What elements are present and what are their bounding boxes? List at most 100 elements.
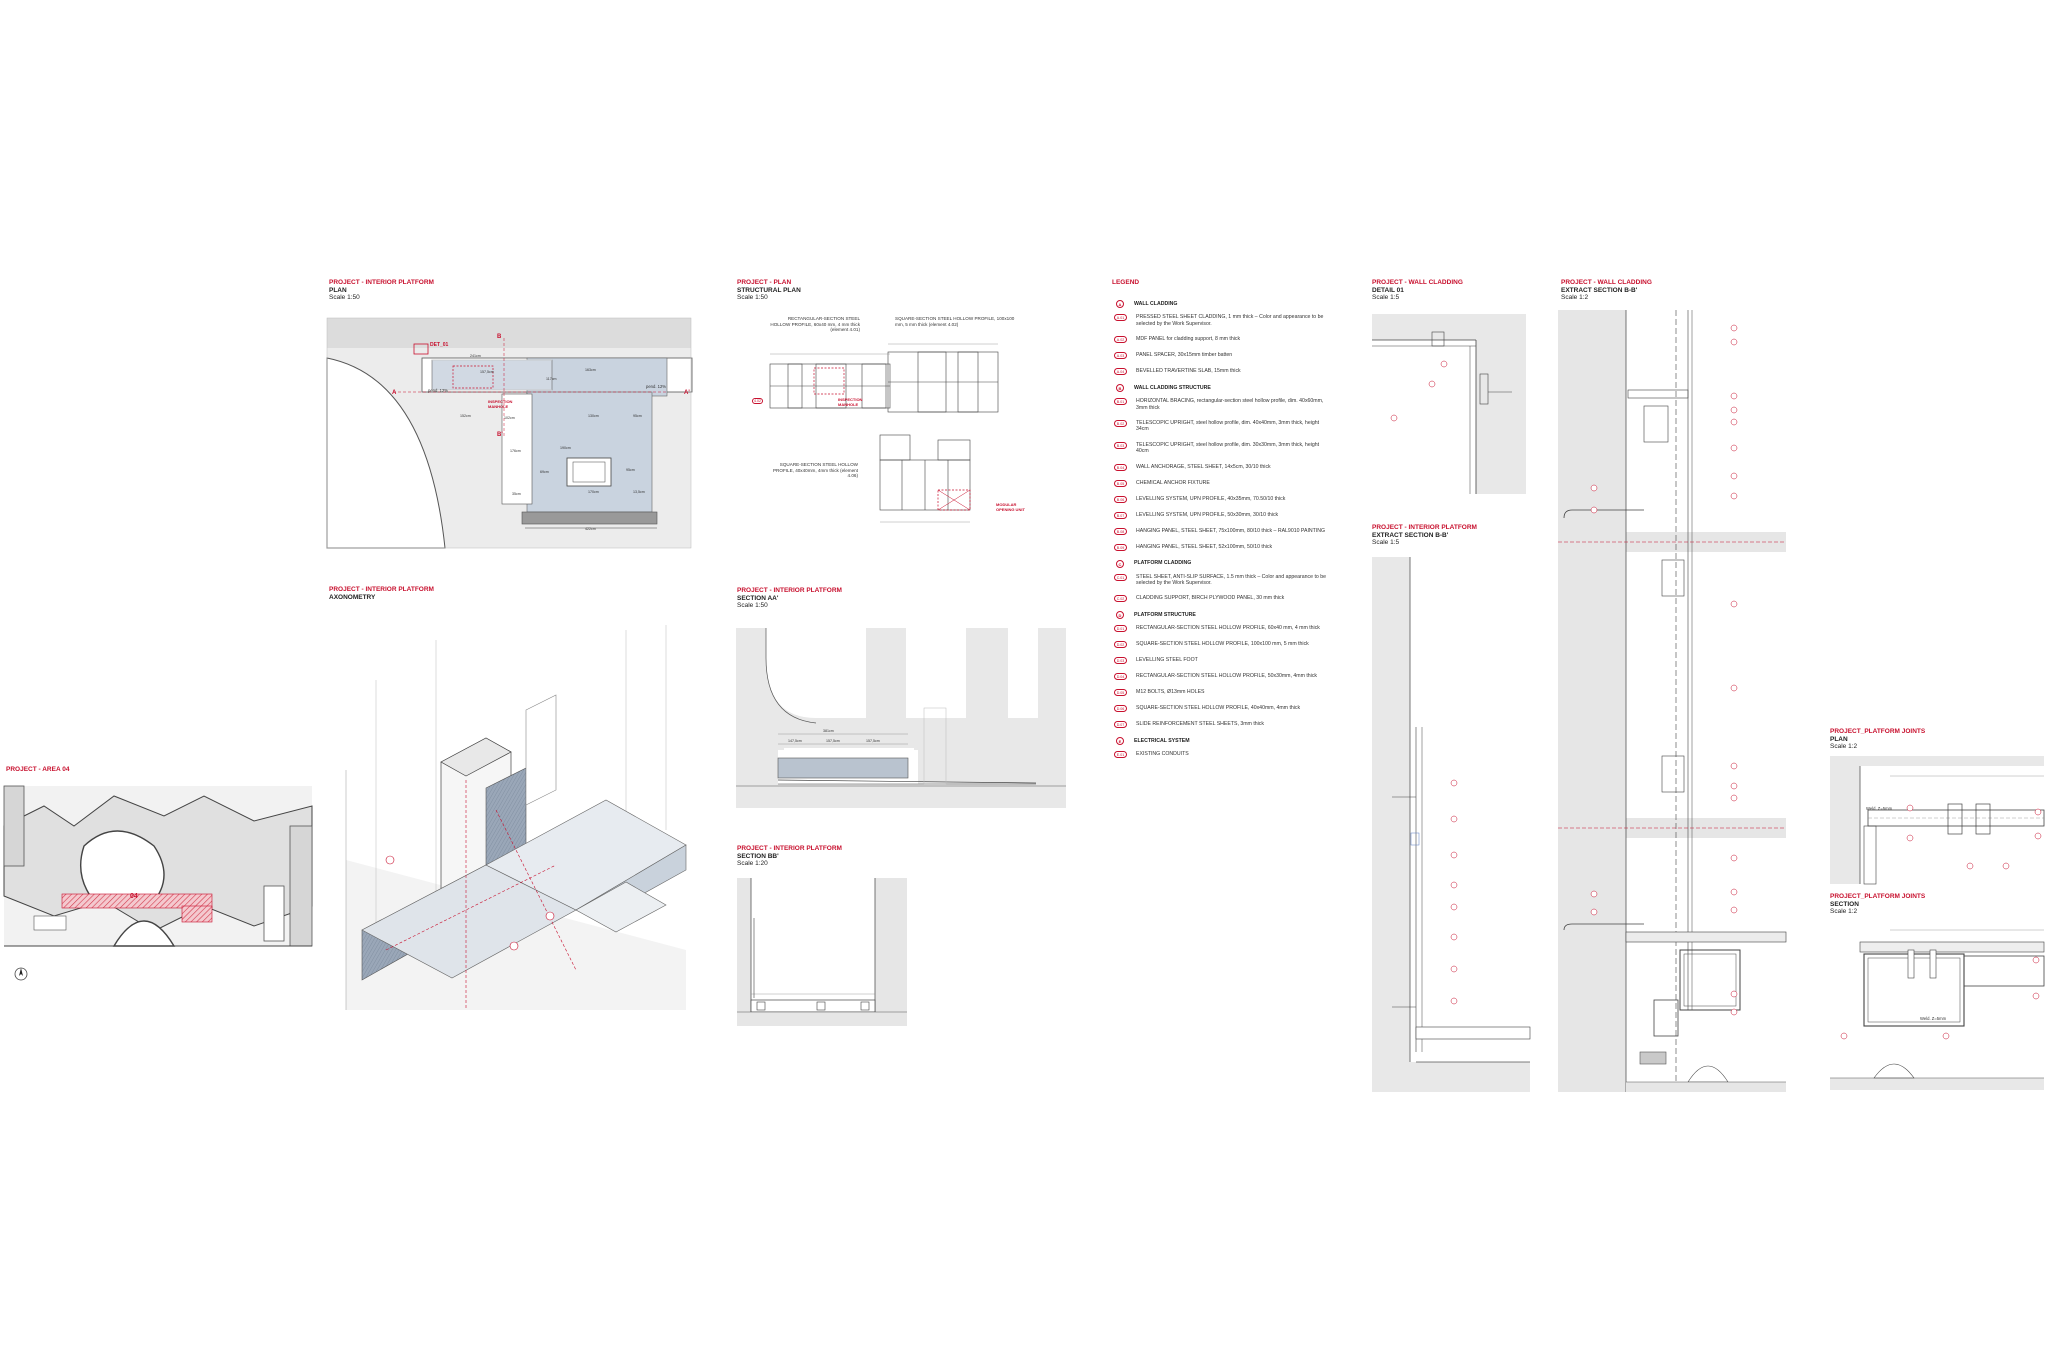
plan-mark-a2: A' xyxy=(684,390,690,396)
joints-section-weld: Weld. Z=5mm xyxy=(1920,1016,1947,1021)
legend-item-code: E.01 xyxy=(1114,751,1127,759)
legend-item-text: M12 BOLTS, Ø13mm HOLES xyxy=(1136,689,1205,696)
legend-item-code: B.01 xyxy=(1114,398,1127,406)
legend-section-title: WALL CLADDING STRUCTURE xyxy=(1134,385,1211,392)
plan-drawing xyxy=(326,317,693,549)
legend-item-code: A.04 xyxy=(1114,368,1127,376)
structural-inspection-label: INSPECTION MANHOLE xyxy=(838,397,863,407)
legend-item-code: D.05 xyxy=(1114,689,1127,697)
section-aa-dim-2: 157,5cm xyxy=(826,739,840,743)
joints-section-title: PROJECT_PLATFORM JOINTS SECTION Scale 1:… xyxy=(1830,893,1926,915)
plan-title: PROJECT - INTERIOR PLATFORM PLAN Scale 1… xyxy=(329,279,434,301)
legend-item-code: A.02 xyxy=(1114,336,1127,344)
plan-det-label: DET_01 xyxy=(430,342,449,348)
legend-section-heading: E ELECTRICAL SYSTEM xyxy=(1112,737,1332,746)
legend-item-text: HANGING PANEL, STEEL SHEET, 52x100mm, 50… xyxy=(1136,543,1273,550)
legend-section-title: PLATFORM STRUCTURE xyxy=(1134,612,1196,619)
structural-note-1: RECTANGULAR-SECTION STEEL HOLLOW PROFILE… xyxy=(770,316,860,333)
section-aa-dim-1: 147,5cm xyxy=(788,739,802,743)
legend-item: D.06 SQUARE-SECTION STEEL HOLLOW PROFILE,… xyxy=(1112,705,1332,713)
legend-item-text: SQUARE-SECTION STEEL HOLLOW PROFILE, 40x… xyxy=(1136,705,1301,712)
legend-item-text: SLIDE REINFORCEMENT STEEL SHEETS, 3mm th… xyxy=(1136,721,1264,728)
section-aa-drawing xyxy=(736,628,1066,808)
area04-title: PROJECT - AREA 04 xyxy=(6,766,70,773)
section-bb-title: PROJECT - INTERIOR PLATFORM SECTION BB' … xyxy=(737,845,842,867)
plan-mark-a: A xyxy=(392,390,397,396)
plan-mark-b2: B' xyxy=(497,432,503,438)
legend-item-code: B.09 xyxy=(1114,543,1127,551)
structural-modular-label: MODULAR OPENING UNIT xyxy=(996,502,1025,512)
legend-item: D.01 RECTANGULAR-SECTION STEEL HOLLOW PRO… xyxy=(1112,625,1332,633)
plan-slope-1: pend. 12% xyxy=(428,388,449,393)
legend-item: D.05 M12 BOLTS, Ø13mm HOLES xyxy=(1112,689,1332,697)
structural-code: 4.02 xyxy=(752,398,763,404)
plan-dim-13: 102cm xyxy=(504,416,515,420)
plan-mark-b: B xyxy=(497,334,502,340)
plan-dim-5: 95cm xyxy=(633,414,642,418)
axo-drawing xyxy=(345,625,687,1010)
legend-item-code: D.04 xyxy=(1114,673,1127,681)
legend-item: B.06 LEVELLING SYSTEM, UPN PROFILE, 40x35… xyxy=(1112,495,1332,503)
legend-item: D.02 SQUARE-SECTION STEEL HOLLOW PROFILE,… xyxy=(1112,641,1332,649)
legend-item-text: HORIZONTAL BRACING, rectangular-section … xyxy=(1136,398,1324,411)
legend-section-code: B xyxy=(1116,384,1124,393)
legend-section-code: A xyxy=(1116,300,1124,309)
legend-item: B.03 TELESCOPIC UPRIGHT, steel hollow pro… xyxy=(1112,441,1332,455)
plan-dim-7: 35cm xyxy=(512,492,521,496)
legend-item-code: A.01 xyxy=(1114,314,1127,322)
legend-item: B.09 HANGING PANEL, STEEL SHEET, 52x100mm… xyxy=(1112,543,1332,551)
legend-item-code: B.02 xyxy=(1114,420,1127,428)
extract-bb2-drawing xyxy=(1558,310,1787,1092)
legend-item-code: C.02 xyxy=(1114,595,1127,603)
legend-item-text: SQUARE-SECTION STEEL HOLLOW PROFILE, 100… xyxy=(1136,641,1309,648)
legend-section-code: E xyxy=(1116,737,1124,746)
plan-dim-9: 170cm xyxy=(588,490,599,494)
plan-dim-8: 69cm xyxy=(540,470,549,474)
legend-item-text: TELESCOPIC UPRIGHT, steel hollow profile… xyxy=(1136,420,1320,433)
plan-dim-6: 190cm xyxy=(560,446,571,450)
legend-item: B.01 HORIZONTAL BRACING, rectangular-sect… xyxy=(1112,398,1332,411)
legend-item-code: D.06 xyxy=(1114,705,1127,713)
legend-item-text: RECTANGULAR-SECTION STEEL HOLLOW PROFILE… xyxy=(1136,673,1318,680)
legend-section-title: ELECTRICAL SYSTEM xyxy=(1134,738,1190,745)
legend-item-code: D.01 xyxy=(1114,625,1127,633)
plan-dim-2: 163cm xyxy=(585,368,596,372)
legend-item-text: LEVELLING SYSTEM, UPN PROFILE, 40x35mm, … xyxy=(1136,495,1286,502)
structural-note-3: SQUARE-SECTION STEEL HOLLOW PROFILE, 40x… xyxy=(772,462,858,479)
plan-inspection-label: INSPECTION MANHOLE xyxy=(488,399,513,409)
plan-dim-15: 176cm xyxy=(510,449,521,453)
legend-item: D.04 RECTANGULAR-SECTION STEEL HOLLOW PRO… xyxy=(1112,673,1332,681)
extract-bb1-title: PROJECT - INTERIOR PLATFORM EXTRACT SECT… xyxy=(1372,524,1477,546)
legend-item-code: B.04 xyxy=(1114,463,1127,471)
plan-dim-12: 152cm xyxy=(460,414,471,418)
legend-item: B.02 TELESCOPIC UPRIGHT, steel hollow pro… xyxy=(1112,420,1332,433)
legend-item-code: D.02 xyxy=(1114,641,1127,649)
plan-dim-0: 241cm xyxy=(470,354,481,358)
legend-item-text: CHEMICAL ANCHOR FIXTURE xyxy=(1136,479,1210,486)
legend-section-title: PLATFORM CLADDING xyxy=(1134,560,1192,567)
legend-item-text: RECTANGULAR-SECTION STEEL HOLLOW PROFILE… xyxy=(1136,625,1320,632)
legend-item-code: B.03 xyxy=(1114,441,1127,449)
legend-section-heading: B WALL CLADDING STRUCTURE xyxy=(1112,384,1332,393)
legend-item-text: TELESCOPIC UPRIGHT, steel hollow profile… xyxy=(1136,441,1320,455)
legend-item-code: C.01 xyxy=(1114,573,1127,581)
axo-title: PROJECT - INTERIOR PLATFORM AXONOMETRY xyxy=(329,586,434,601)
extract-bb2-title: PROJECT - WALL CLADDING EXTRACT SECTION … xyxy=(1561,279,1652,301)
legend-item-text: MDF PANEL for cladding support, 8 mm thi… xyxy=(1136,336,1241,343)
legend-item: A.02 MDF PANEL for cladding support, 8 mm… xyxy=(1112,336,1332,344)
joints-section-drawing xyxy=(1830,920,2045,1090)
legend-item-code: B.06 xyxy=(1114,495,1127,503)
